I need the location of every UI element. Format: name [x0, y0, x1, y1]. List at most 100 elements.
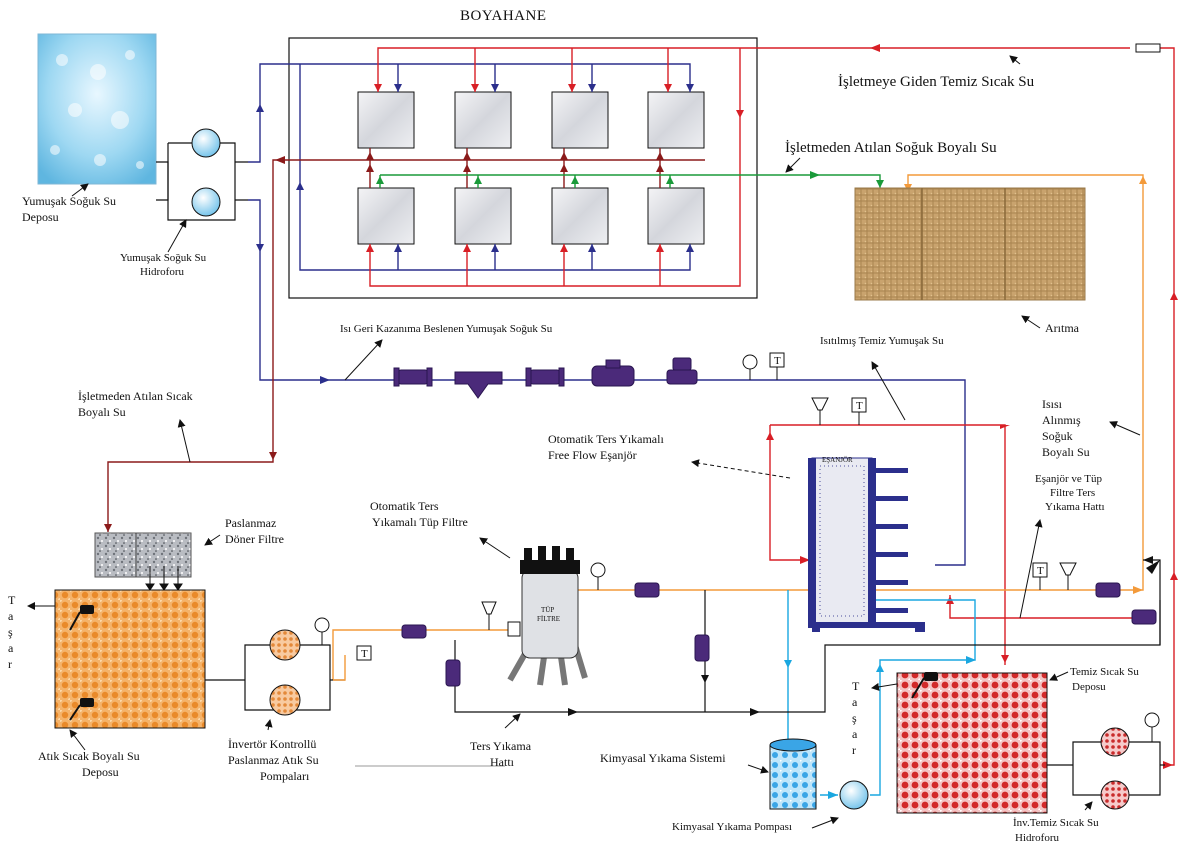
- dyeing-machine: [648, 92, 704, 148]
- treatment-plant: [855, 188, 1085, 300]
- flow-meter-top: [1136, 44, 1160, 52]
- label-backwash-exchanger-filter: Eşanjör ve Tüp Filtre Ters Yıkama Hattı: [1020, 473, 1105, 618]
- hydrophore-pump-red: [1101, 781, 1129, 809]
- label-soft-cold-tank: Yumuşak Soğuk Su Deposu: [22, 184, 116, 224]
- inverter-pump: [270, 630, 300, 660]
- label-line: Kimyasal Yıkama Pompası: [672, 821, 792, 833]
- label-backwash-line: Ters Yıkama Hattı: [470, 714, 532, 769]
- label-line: Deposu: [22, 210, 59, 224]
- dyeing-machine: [358, 92, 414, 148]
- label-waste-hot-tank: Atık Sıcak Boyalı Su Deposu: [38, 730, 140, 779]
- label-chemical-pump: Kimyasal Yıkama Pompası: [672, 818, 838, 833]
- feed-line-valves: [394, 358, 697, 398]
- filter-inlet: T: [333, 602, 520, 686]
- label-heat-recovery-feed: Isı Geri Kazanıma Beslenen Yumuşak Soğuk…: [340, 323, 553, 380]
- gauge-t-label: T: [361, 648, 368, 660]
- label-line: İnv.Temiz Sıcak Su: [1013, 817, 1099, 829]
- chemical-wash-tank: [770, 739, 816, 809]
- label-line: Otomatik Ters: [370, 499, 439, 513]
- dyeing-machine: [648, 188, 704, 244]
- label-line: r: [8, 657, 12, 671]
- label-line: Yıkama Hattı: [1045, 501, 1105, 513]
- label-free-flow-exchanger: Otomatik Ters Yıkamalı Free Flow Eşanjör: [548, 432, 790, 478]
- label-line: Yumuşak Soğuk Su: [120, 252, 207, 264]
- label-line: Filtre Ters: [1050, 487, 1095, 499]
- label-inverter-pumps: İnvertör Kontrollü Paslanmaz Atık Su Pom…: [228, 720, 505, 783]
- label-line: Isı Geri Kazanıma Beslenen Yumuşak Soğuk…: [340, 323, 553, 335]
- label-line: Paslanmaz Atık Su: [228, 753, 319, 767]
- label-line: Deposu: [1072, 681, 1106, 693]
- inverter-gauge: [315, 618, 329, 645]
- label-line: a: [8, 609, 14, 623]
- label-line: a: [852, 727, 858, 741]
- dyeing-machine: [552, 92, 608, 148]
- label-line: Deposu: [82, 765, 119, 779]
- hydrophore-pump-red: [1101, 728, 1129, 756]
- label-line: ş: [8, 625, 13, 639]
- label-line: Kimyasal Yıkama Sistemi: [600, 751, 726, 765]
- gauge-t-label: T: [856, 400, 863, 412]
- label-line: Hidroforu: [1015, 832, 1059, 844]
- gauge-thermometer-feed: T: [743, 353, 784, 380]
- label-line: ş: [852, 711, 857, 725]
- hydrophore-pump: [192, 188, 220, 216]
- label-line: Yıkamalı Tüp Filtre: [372, 515, 468, 529]
- gauges-exchanger-top: T: [812, 398, 866, 425]
- label-line: Ters Yıkama: [470, 739, 532, 753]
- label-line: Eşanjör ve Tüp: [1035, 473, 1103, 485]
- label-line: Hidroforu: [140, 266, 184, 278]
- label-line: İşletmeden Atılan Sıcak: [78, 389, 193, 403]
- label-line: Otomatik Ters Yıkamalı: [548, 432, 664, 446]
- dyeing-machines: [358, 92, 704, 244]
- rotary-filter: [95, 533, 191, 577]
- label-treatment: Arıtma: [1022, 316, 1080, 335]
- dyeing-machine: [552, 188, 608, 244]
- dyeing-machine: [455, 92, 511, 148]
- label-soft-cold-hydrophore: Yumuşak Soğuk Su Hidroforu: [120, 220, 207, 278]
- label-line: T: [8, 593, 16, 607]
- green-arrowheads: [376, 171, 884, 188]
- label-line: Boyalı Su: [78, 405, 126, 419]
- label-line: r: [852, 743, 856, 757]
- tube-filter: TÜP FİLTRE: [510, 546, 605, 685]
- label-line: İnvertör Kontrollü: [228, 737, 316, 751]
- exchanger-tag: EŞANJÖR: [822, 456, 853, 464]
- label-line: Isıtılmış Temiz Yumuşak Su: [820, 335, 944, 347]
- label-line: Arıtma: [1045, 321, 1080, 335]
- label-overflow-right: T a ş a r: [852, 679, 897, 757]
- label-heated-clean-soft: Isıtılmış Temiz Yumuşak Su: [820, 335, 944, 420]
- label-chemical-system: Kimyasal Yıkama Sistemi: [600, 751, 768, 772]
- label-line: İşletmeden Atılan Soğuk Boyalı Su: [785, 140, 997, 156]
- label-line: Boyalı Su: [1042, 445, 1090, 459]
- dyeing-machine: [455, 188, 511, 244]
- label-line: Isısı: [1042, 397, 1063, 411]
- label-line: Alınmış: [1042, 413, 1081, 427]
- chemical-wash-pump: [840, 781, 868, 809]
- dyehouse-box: [289, 38, 757, 298]
- plate-heat-exchanger: EŞANJÖR: [808, 456, 925, 632]
- dyehouse-title: BOYAHANE: [460, 8, 547, 24]
- label-overflow-left: T a ş a r: [8, 593, 55, 671]
- label-line: Yumuşak Soğuk Su: [22, 194, 116, 208]
- green-dyed-water-lines: [380, 175, 880, 188]
- dyeing-machine: [358, 188, 414, 244]
- filter-tag: TÜP: [541, 606, 554, 614]
- label-heat-removed: Isısı Alınmış Soğuk Boyalı Su: [1042, 397, 1140, 459]
- label-line: a: [852, 695, 858, 709]
- label-line: Paslanmaz: [225, 516, 276, 530]
- label-line: T: [852, 679, 860, 693]
- clean-hot-water-tank: [897, 673, 1047, 813]
- label-line: Free Flow Eşanjör: [548, 448, 637, 462]
- label-cold-dyed-discharge: İşletmeden Atılan Soğuk Boyalı Su: [785, 140, 997, 172]
- inverter-pump: [270, 685, 300, 715]
- gauge-t-label: T: [774, 355, 781, 367]
- label-line: Temiz Sıcak Su: [1070, 666, 1139, 678]
- label-line: Hattı: [490, 755, 515, 769]
- label-hot-dyed-discharge: İşletmeden Atılan Sıcak Boyalı Su: [78, 389, 193, 462]
- label-line: Soğuk: [1042, 429, 1073, 443]
- label-line: Döner Filtre: [225, 532, 284, 546]
- label-line: Pompaları: [260, 769, 310, 783]
- exchanger-outlet-gauges: T: [1033, 563, 1076, 590]
- hydrophore-pump: [192, 129, 220, 157]
